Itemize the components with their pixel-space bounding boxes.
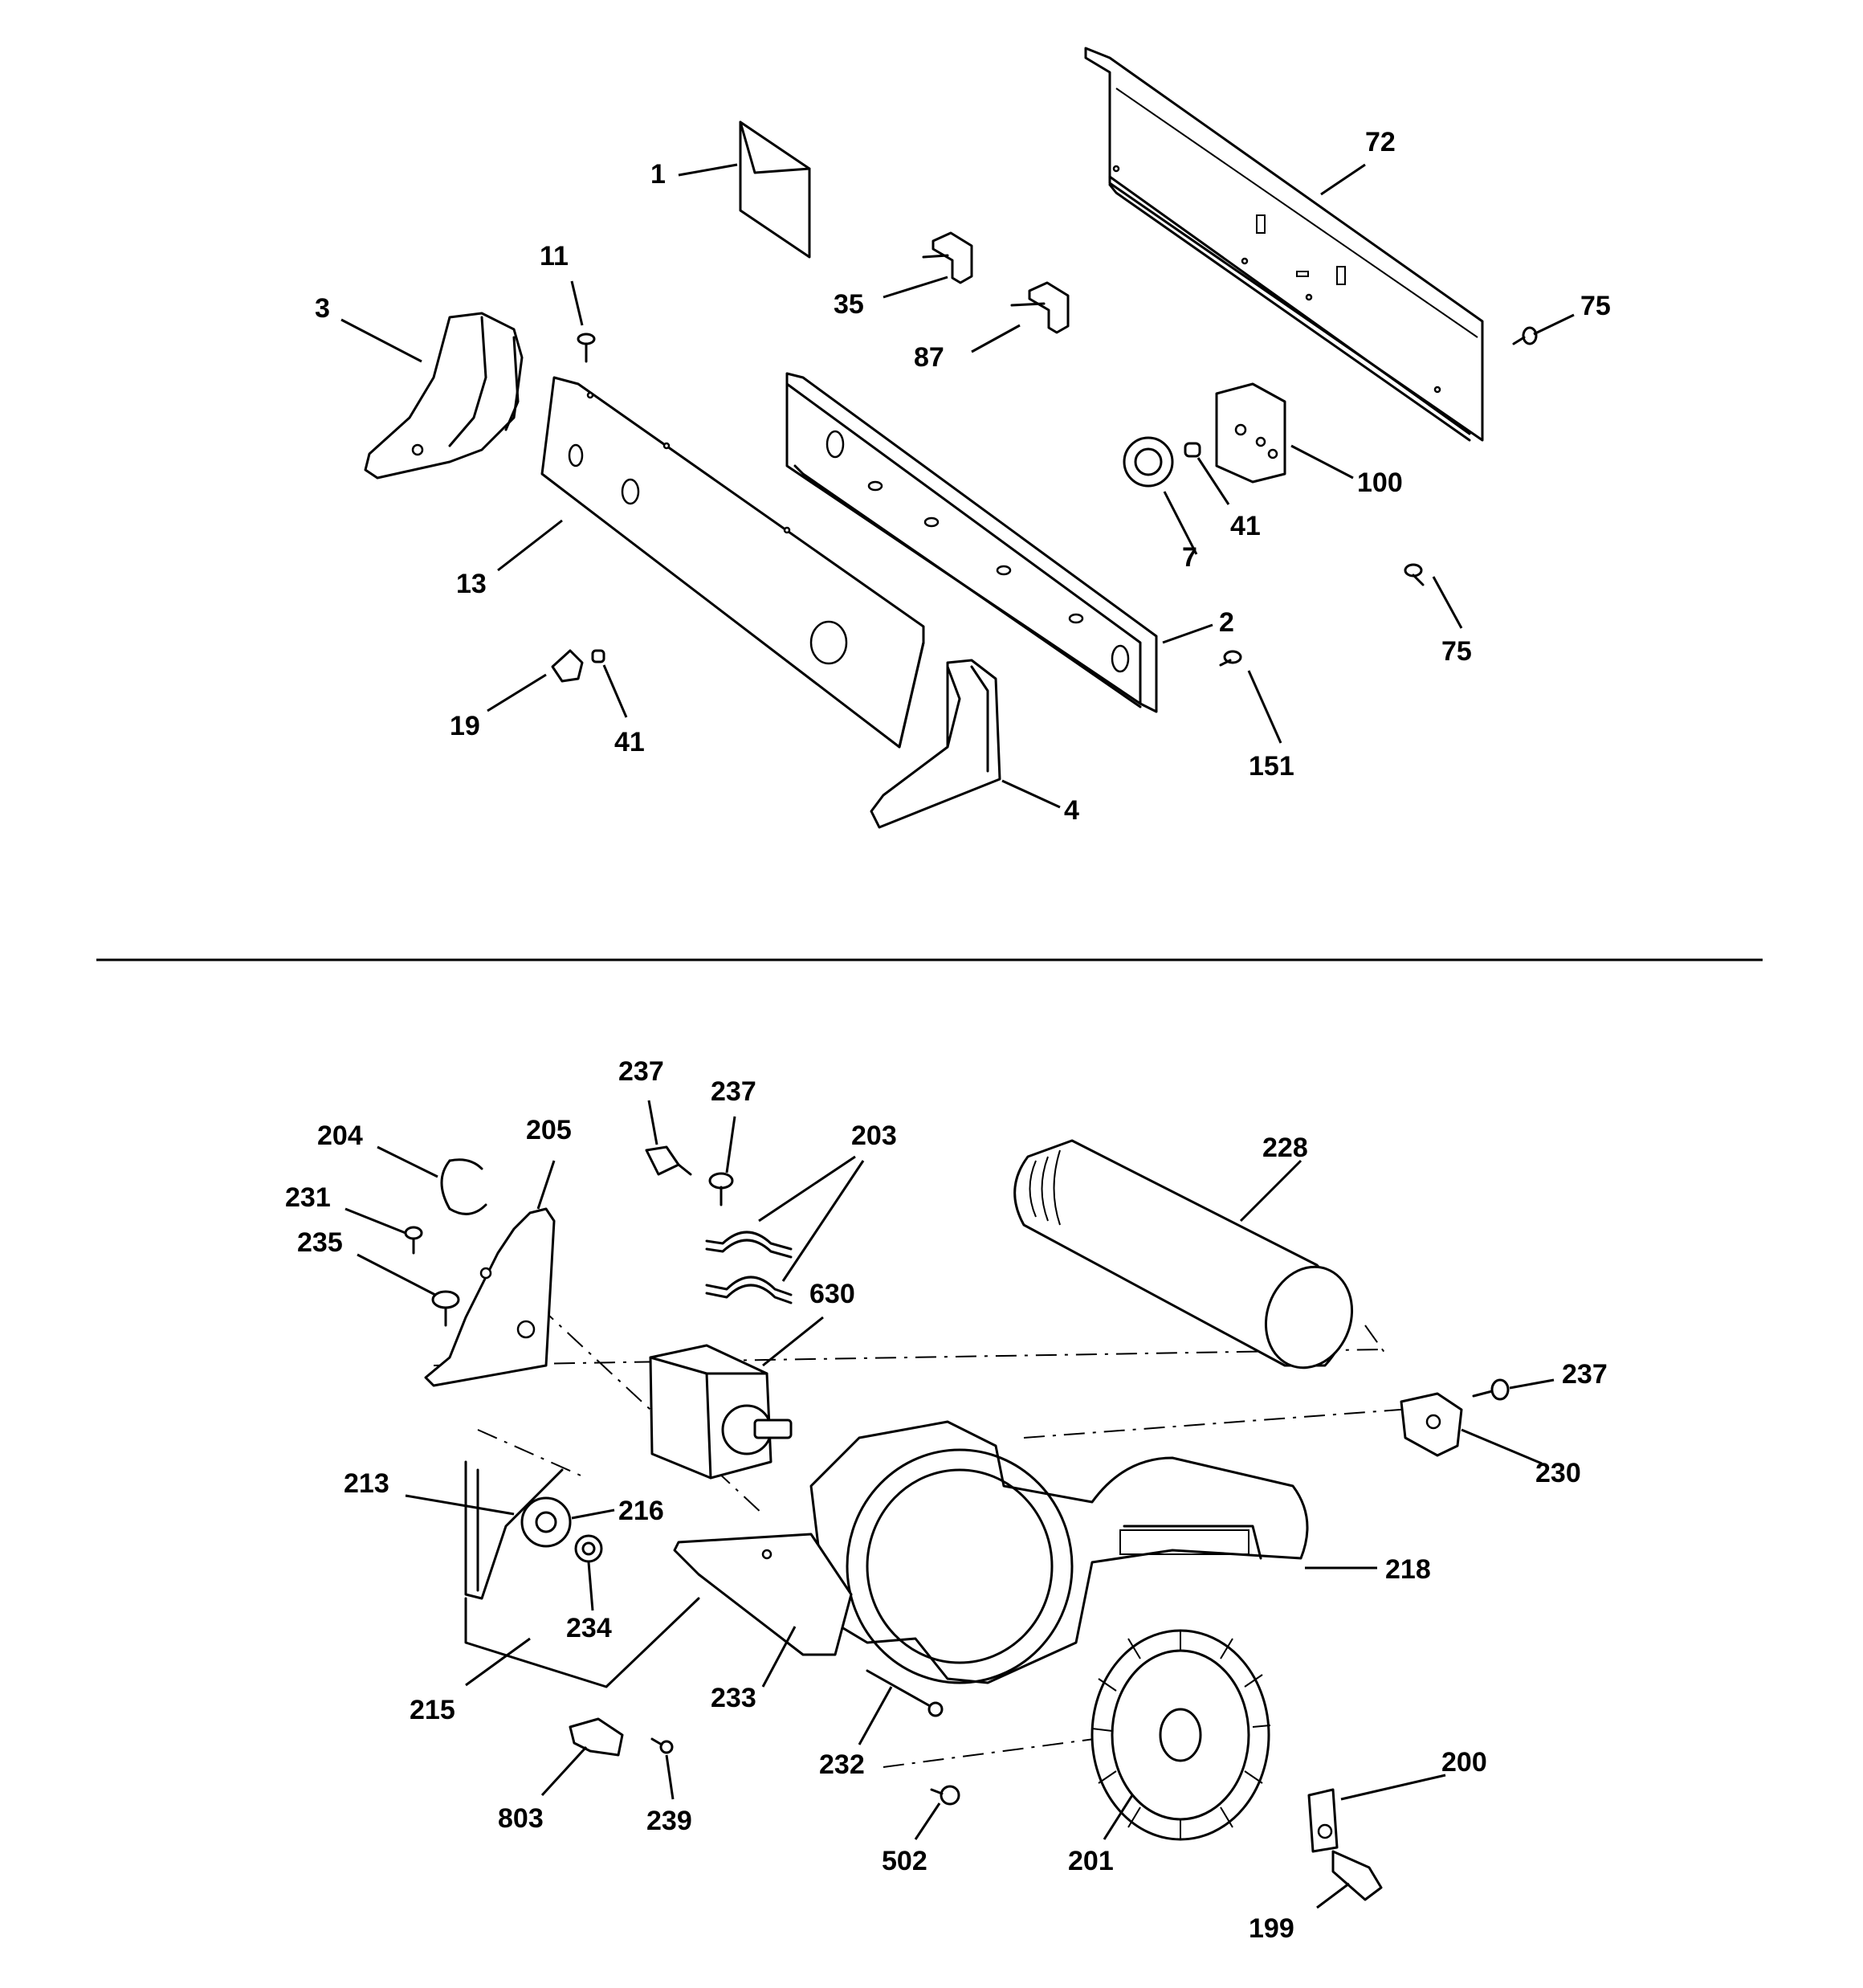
part-204-clip bbox=[440, 1158, 487, 1215]
part-35-bracket bbox=[922, 231, 973, 284]
callout-231: 231 bbox=[285, 1182, 331, 1213]
part-201-blower-wheel bbox=[1090, 1629, 1271, 1841]
part-203-clamp-upper bbox=[705, 1231, 793, 1259]
part-3-end-cap-left bbox=[364, 312, 524, 480]
part-237-fastener-c bbox=[1472, 1378, 1510, 1401]
callout-205: 205 bbox=[526, 1115, 572, 1145]
part-502-screw bbox=[930, 1785, 960, 1806]
callout-630: 630 bbox=[809, 1279, 855, 1309]
bottom-callout-labels: 237 237 203 228 204 205 231 235 630 237 … bbox=[285, 1056, 1608, 1944]
callout-72: 72 bbox=[1365, 127, 1396, 157]
callout-3: 3 bbox=[315, 293, 330, 324]
part-41-bushing-lower bbox=[591, 649, 605, 663]
callout-233: 233 bbox=[711, 1683, 756, 1713]
top-section: 1 72 11 3 35 87 75 100 41 7 13 2 75 19 4… bbox=[315, 47, 1611, 829]
callout-200: 200 bbox=[1441, 1747, 1487, 1778]
bottom-section: 237 237 203 228 204 205 231 235 630 237 … bbox=[285, 1056, 1608, 1944]
part-237-fastener-b bbox=[708, 1172, 734, 1206]
part-803-switch bbox=[569, 1717, 624, 1757]
callout-237-c: 237 bbox=[1562, 1359, 1608, 1390]
part-75-screw-upper bbox=[1512, 326, 1538, 345]
phantom-lines bbox=[433, 1304, 1454, 1768]
part-151-screw bbox=[1219, 650, 1242, 667]
callout-803: 803 bbox=[498, 1803, 544, 1834]
callout-2: 2 bbox=[1219, 607, 1234, 638]
callout-216: 216 bbox=[618, 1496, 664, 1526]
callout-204: 204 bbox=[317, 1121, 363, 1151]
part-215-rod bbox=[464, 1597, 700, 1688]
callout-75-lower: 75 bbox=[1441, 636, 1472, 667]
callout-41-upper: 41 bbox=[1230, 511, 1261, 541]
part-239-screw bbox=[650, 1737, 674, 1754]
part-100-timer bbox=[1215, 382, 1286, 484]
part-41-bushing-top bbox=[1184, 442, 1201, 458]
top-callout-labels: 1 72 11 3 35 87 75 100 41 7 13 2 75 19 4… bbox=[315, 127, 1611, 826]
callout-199: 199 bbox=[1249, 1913, 1294, 1944]
part-234-bushing bbox=[574, 1534, 603, 1563]
callout-4: 4 bbox=[1064, 795, 1079, 826]
callout-228: 228 bbox=[1262, 1133, 1308, 1163]
callout-213: 213 bbox=[344, 1468, 389, 1499]
callout-218: 218 bbox=[1385, 1554, 1431, 1585]
part-87-bracket bbox=[1010, 281, 1070, 334]
callout-151: 151 bbox=[1249, 751, 1294, 782]
part-205-plate bbox=[424, 1207, 556, 1387]
callout-232: 232 bbox=[819, 1749, 865, 1780]
callout-7: 7 bbox=[1182, 542, 1197, 573]
callout-235: 235 bbox=[297, 1227, 343, 1258]
part-13-control-panel bbox=[540, 376, 925, 749]
part-213-idler-arm bbox=[464, 1460, 564, 1600]
callout-87: 87 bbox=[914, 342, 944, 373]
callout-239: 239 bbox=[646, 1806, 692, 1836]
callout-19: 19 bbox=[450, 711, 480, 741]
part-7-knob bbox=[1123, 436, 1174, 488]
callout-35: 35 bbox=[834, 289, 864, 320]
callout-41-lower: 41 bbox=[614, 727, 645, 757]
part-233-base-bracket bbox=[673, 1533, 853, 1656]
part-216-pulley bbox=[520, 1496, 572, 1548]
blower-blades bbox=[1091, 1631, 1271, 1839]
callout-100: 100 bbox=[1357, 467, 1403, 498]
part-200-clip bbox=[1307, 1788, 1339, 1853]
top-leader-lines bbox=[340, 163, 1575, 809]
callout-201: 201 bbox=[1068, 1846, 1114, 1876]
part-230-bracket bbox=[1400, 1392, 1463, 1457]
part-232-rod bbox=[866, 1669, 944, 1717]
part-4-end-cap-right bbox=[870, 659, 1001, 829]
callout-215: 215 bbox=[410, 1695, 455, 1725]
part-630-motor bbox=[649, 1344, 793, 1480]
part-2-panel-frame bbox=[785, 372, 1158, 713]
part-75-screw-lower bbox=[1404, 563, 1425, 586]
callout-75-upper: 75 bbox=[1580, 291, 1611, 321]
part-1-envelope bbox=[739, 120, 811, 259]
callout-237-b: 237 bbox=[711, 1076, 756, 1107]
callout-237-a: 237 bbox=[618, 1056, 664, 1087]
part-228-duct bbox=[1013, 1139, 1354, 1370]
part-237-fastener-a bbox=[645, 1145, 692, 1176]
part-199-bolt bbox=[1331, 1850, 1383, 1901]
callout-234: 234 bbox=[566, 1613, 612, 1643]
bottom-leader-lines bbox=[344, 1100, 1555, 1909]
callout-11: 11 bbox=[540, 241, 569, 271]
part-203-clamp-lower bbox=[705, 1276, 793, 1304]
part-235-screw bbox=[431, 1290, 460, 1327]
callout-230: 230 bbox=[1535, 1458, 1581, 1488]
part-72-rear-panel bbox=[1084, 47, 1484, 442]
callout-203: 203 bbox=[851, 1121, 897, 1151]
part-231-screw bbox=[404, 1226, 423, 1255]
part-218-blower-housing bbox=[809, 1420, 1309, 1684]
callout-13: 13 bbox=[456, 569, 487, 599]
part-11-screw bbox=[577, 333, 596, 363]
part-19-knob bbox=[551, 649, 584, 683]
callout-502: 502 bbox=[882, 1846, 927, 1876]
callout-1: 1 bbox=[650, 159, 666, 190]
